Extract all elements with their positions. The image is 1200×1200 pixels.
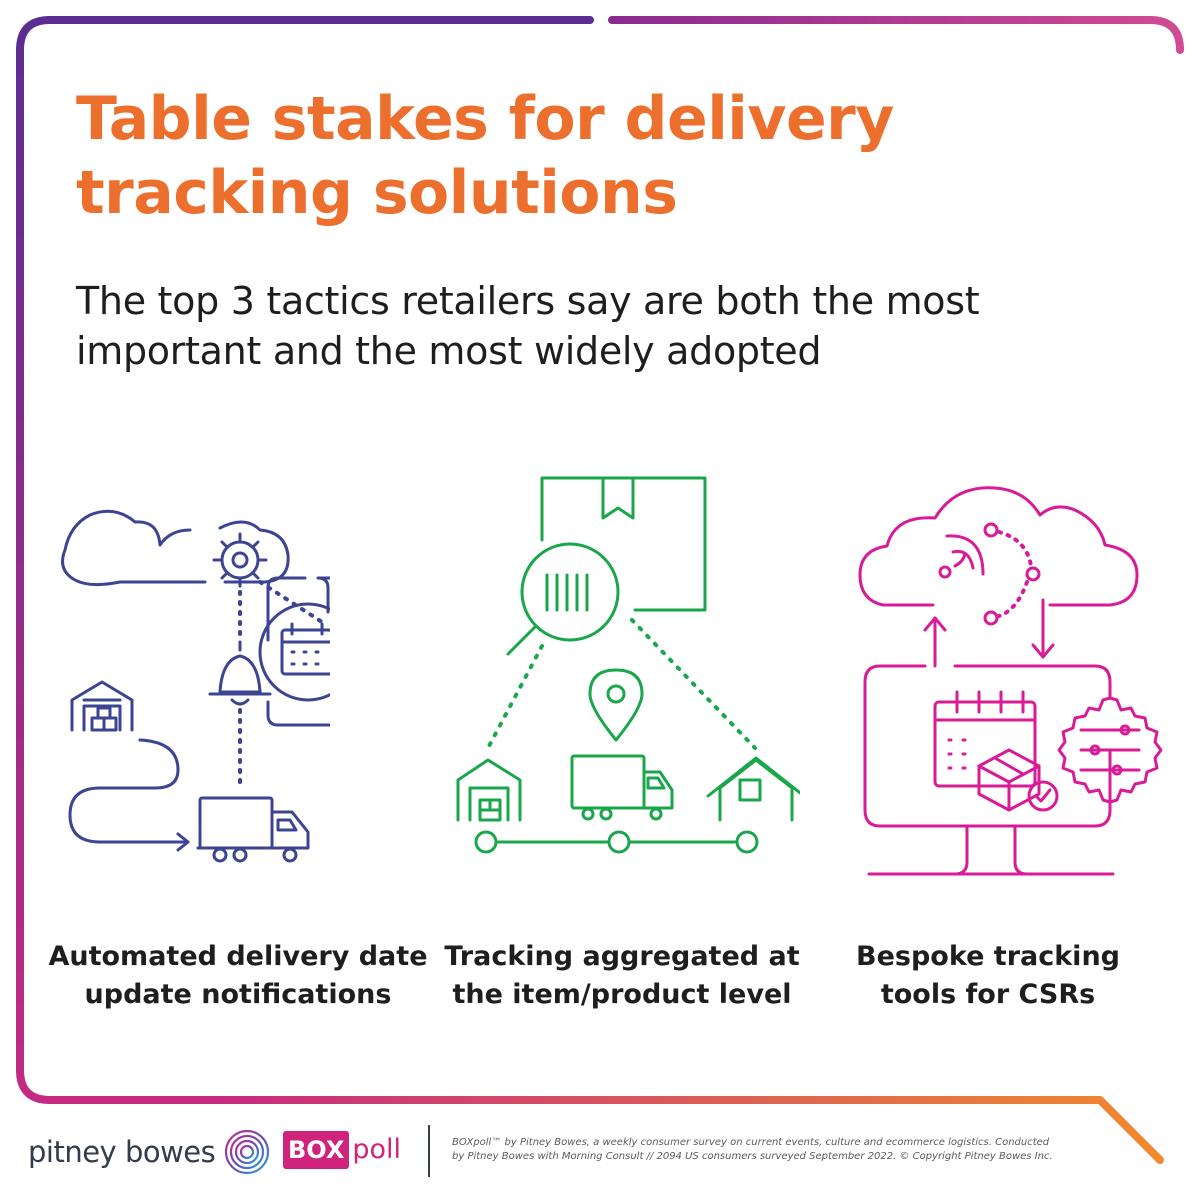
page-title: Table stakes for delivery tracking solut…	[76, 82, 1076, 230]
brand-name: pitney bowes	[28, 1135, 216, 1169]
warehouse-icon	[456, 758, 522, 822]
boxpoll-box-badge: BOX	[283, 1131, 350, 1169]
truck-icon	[196, 796, 310, 863]
tactic-caption-1: Automated delivery date update notificat…	[48, 938, 428, 1014]
footer-divider	[428, 1125, 430, 1177]
arrow-up-icon	[923, 616, 947, 668]
timeline-node-icon	[607, 830, 631, 854]
page-subtitle: The top 3 tactics retailers say are both…	[76, 276, 1136, 376]
survey-disclaimer: BOXpoll™ by Pitney Bowes, a weekly consu…	[452, 1136, 1112, 1164]
magnifier-barcode-icon	[506, 542, 620, 656]
page-subtitle-line1: The top 3 tactics retailers say are both…	[76, 279, 980, 323]
tactic-caption-line: the item/product level	[452, 979, 792, 1010]
tactic-caption-line: update notifications	[84, 979, 392, 1010]
timeline-node-icon	[735, 830, 759, 854]
tactic-caption-line: Automated delivery date	[48, 941, 428, 972]
gear-icon	[212, 532, 268, 588]
frame-top-right-segment	[608, 16, 1184, 54]
page-title-line2: tracking solutions	[76, 158, 678, 228]
boxpoll-logo: BOX poll	[283, 1131, 401, 1169]
truck-icon	[570, 754, 674, 821]
phone-calendar-icon	[258, 576, 330, 727]
disclaimer-line: by Pitney Bowes with Morning Consult // …	[452, 1151, 1053, 1162]
page-title-line1: Table stakes for delivery	[76, 84, 894, 154]
tactic-caption-line: Bespoke tracking	[856, 941, 1120, 972]
page-subtitle-line2: important and the most widely adopted	[76, 329, 822, 373]
automated-notification-icon	[61, 509, 330, 863]
pitney-bowes-logo: pitney bowes	[28, 1128, 271, 1176]
tactic-caption-2: Tracking aggregated at the item/product …	[432, 938, 812, 1014]
settings-gear-icon	[1057, 696, 1163, 804]
csr-tools-icon	[858, 486, 1163, 876]
frame-bottom-segment	[196, 1096, 1164, 1164]
cloud-icon	[858, 486, 1139, 607]
signal-icon	[938, 522, 1041, 626]
monitor-icon	[863, 664, 1115, 876]
tactic-caption-3: Bespoke tracking tools for CSRs	[798, 938, 1178, 1014]
location-pin-icon	[588, 668, 644, 742]
boxpoll-poll-text: poll	[352, 1134, 402, 1165]
pitney-bowes-mark-icon	[225, 1129, 270, 1175]
tactic-caption-line: Tracking aggregated at	[444, 941, 800, 972]
warehouse-icon	[70, 680, 134, 732]
item-tracking-icon	[456, 476, 800, 854]
disclaimer-line: BOXpoll™ by Pitney Bowes, a weekly consu…	[452, 1137, 1050, 1148]
package-icon	[540, 476, 707, 612]
house-icon	[706, 756, 800, 822]
bell-icon	[208, 640, 272, 706]
arrow-down-icon	[1031, 598, 1055, 659]
frame-left-segment	[16, 16, 594, 1104]
calendar-package-icon	[933, 690, 1059, 812]
timeline-node-icon	[474, 830, 498, 854]
tactic-caption-line: tools for CSRs	[880, 979, 1096, 1010]
cloud-icon	[61, 509, 207, 587]
